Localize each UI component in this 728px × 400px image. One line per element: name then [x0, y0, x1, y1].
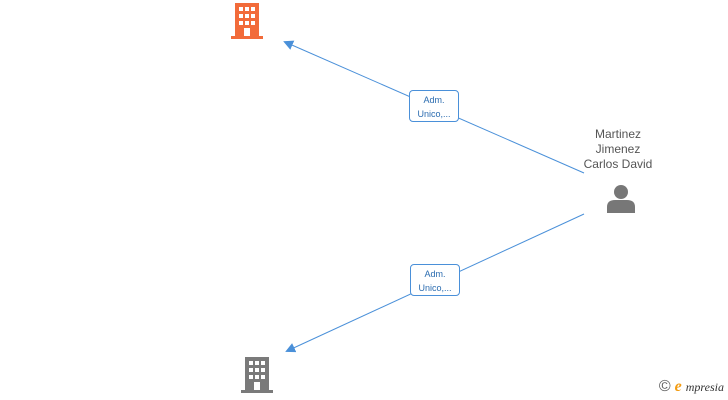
edge-label-line: Unico,... [417, 109, 451, 119]
person-name[interactable]: Martinez Jimenez Carlos David [568, 127, 668, 172]
copyright-icon: © [658, 378, 671, 395]
person-name-line: Martinez [594, 127, 641, 141]
logo-text: mpresia [685, 379, 724, 394]
building-icon[interactable] [241, 357, 273, 393]
logo-initial: e [674, 378, 682, 395]
edge-label-top[interactable]: Adm. Unico,... [409, 90, 459, 122]
person-icon[interactable] [606, 184, 636, 213]
edge-label-line: Adm. [424, 269, 446, 279]
building-icon[interactable] [231, 3, 263, 39]
person-name-line: Jimenez [595, 142, 641, 156]
person-name-line: Carlos David [583, 157, 653, 171]
edge-label-bottom[interactable]: Adm. Unico,... [410, 264, 460, 296]
edge-label-line: Unico,... [418, 283, 452, 293]
edge-label-line: Adm. [423, 95, 445, 105]
